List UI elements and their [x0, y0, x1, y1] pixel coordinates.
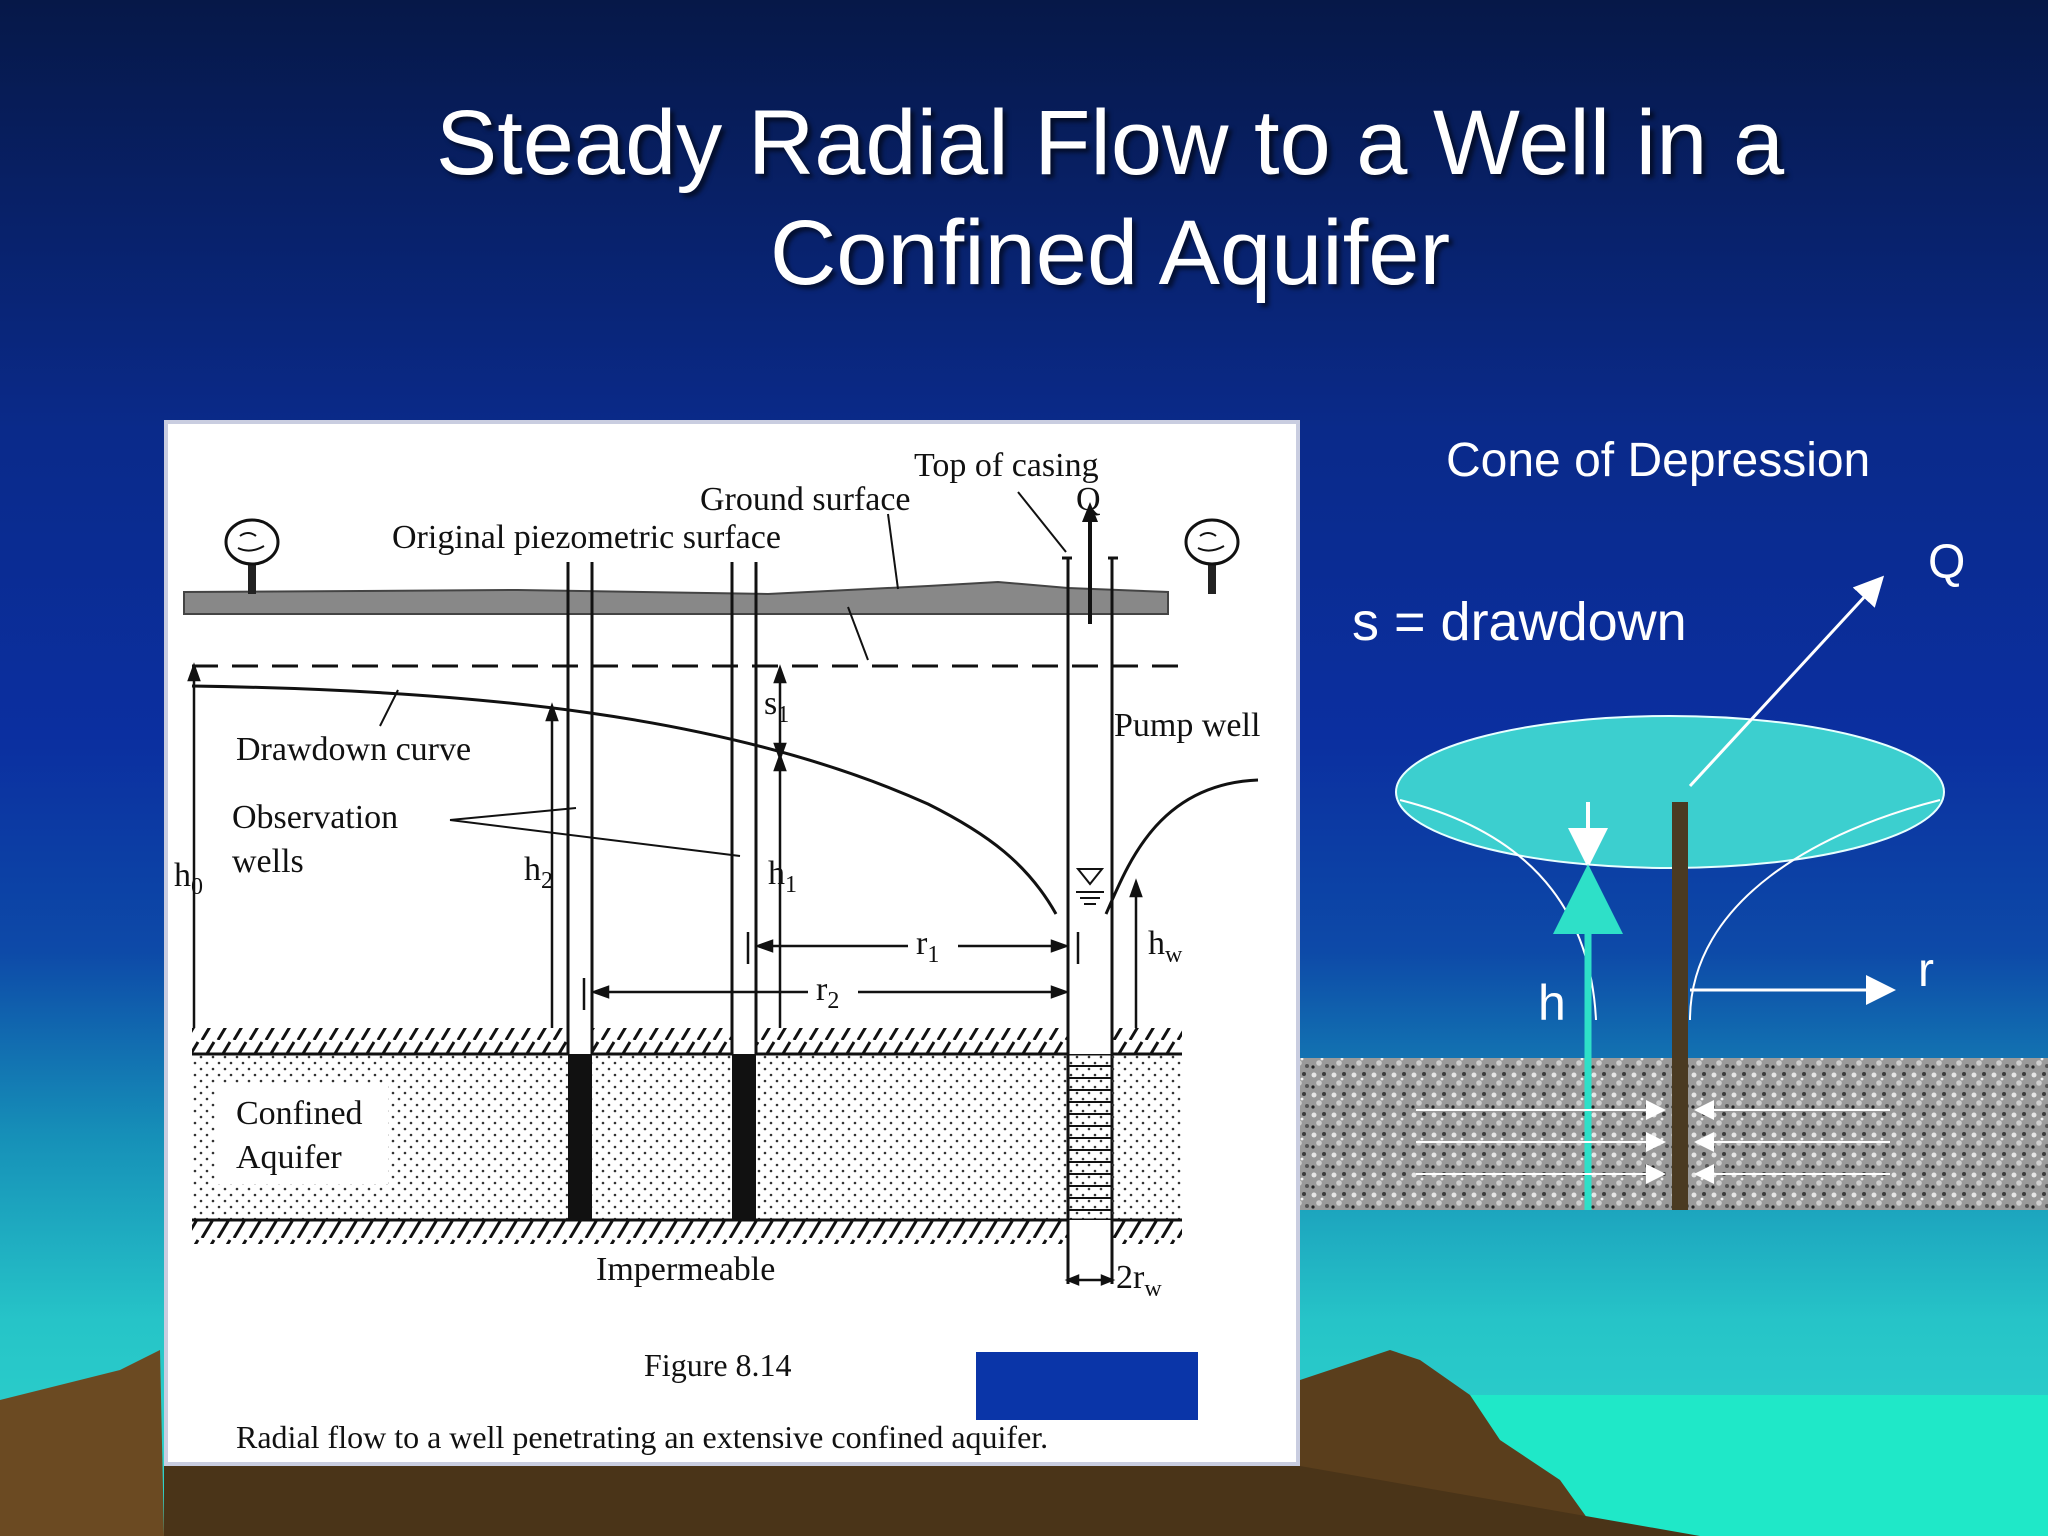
cone-flow-arrows	[1416, 1100, 1890, 1184]
figure-caption-number: Figure 8.14	[644, 1347, 792, 1383]
drawdown-label: s = drawdown	[1352, 592, 1687, 652]
figure-cover-box	[976, 1352, 1198, 1420]
label-h2: h2	[524, 851, 553, 894]
tree-right-icon	[1184, 518, 1240, 594]
label-h1: h1	[768, 855, 797, 898]
cone-of-depression-diagram: Cone of Depression s = drawdown Q r h	[1300, 434, 2048, 1210]
shore-strip	[164, 1466, 1700, 1536]
cone-Q-arrow	[1688, 575, 1885, 788]
label-impermeable: Impermeable	[596, 1251, 775, 1288]
cone-Q-label: Q	[1928, 536, 1965, 589]
mountain-left	[0, 1350, 164, 1536]
label-original-piezometric: Original piezometric surface	[392, 519, 781, 556]
aquifer-label-bg	[216, 1084, 388, 1184]
slide-title-line2: Confined Aquifer	[769, 202, 1451, 304]
cone-r-label: r	[1918, 944, 1934, 997]
label-pump-well: Pump well	[1114, 707, 1260, 744]
cone-curve-right	[1689, 799, 1941, 1021]
label-hw: hw	[1148, 925, 1183, 968]
leader-lines	[379, 491, 1067, 857]
cone-surface-ellipse	[1395, 715, 1945, 869]
lower-impermeable-hatch	[192, 1220, 1182, 1244]
label-wells: wells	[232, 843, 304, 880]
label-2rw: 2rw	[1116, 1259, 1162, 1302]
label-drawdown-curve: Drawdown curve	[236, 731, 471, 768]
figure-caption-text: Radial flow to a well penetrating an ext…	[236, 1419, 1048, 1455]
upper-confining-hatch	[192, 1028, 1182, 1054]
tree-left-icon	[224, 518, 280, 594]
cone-well-pipe	[1672, 802, 1688, 1210]
ground-surface-band	[183, 580, 1169, 615]
cone-h-label: h	[1538, 975, 1566, 1031]
label-s1: s1	[764, 685, 789, 728]
drawdown-curve	[191, 684, 1058, 915]
label-r1: r1	[916, 925, 939, 968]
label-r2: r2	[816, 971, 839, 1014]
slide-title-line1: Steady Radial Flow to a Well in a	[435, 92, 1785, 194]
label-top-of-casing: Top of casing	[914, 447, 1099, 484]
label-confined: Confined	[236, 1095, 363, 1132]
cone-title: Cone of Depression	[1446, 434, 1870, 487]
label-aquifer: Aquifer	[236, 1139, 342, 1176]
drawdown-curve-right	[1104, 778, 1259, 915]
label-observation: Observation	[232, 799, 398, 836]
label-Q: Q	[1076, 481, 1101, 518]
label-ground-surface: Ground surface	[700, 481, 911, 518]
dimension-arrows	[187, 662, 1143, 1286]
label-h0: h0	[174, 857, 203, 900]
slide-title: Steady Radial Flow to a Well in a Confin…	[340, 88, 1880, 308]
figure-panel: Top of casing Q Ground surface Original …	[164, 420, 1300, 1466]
